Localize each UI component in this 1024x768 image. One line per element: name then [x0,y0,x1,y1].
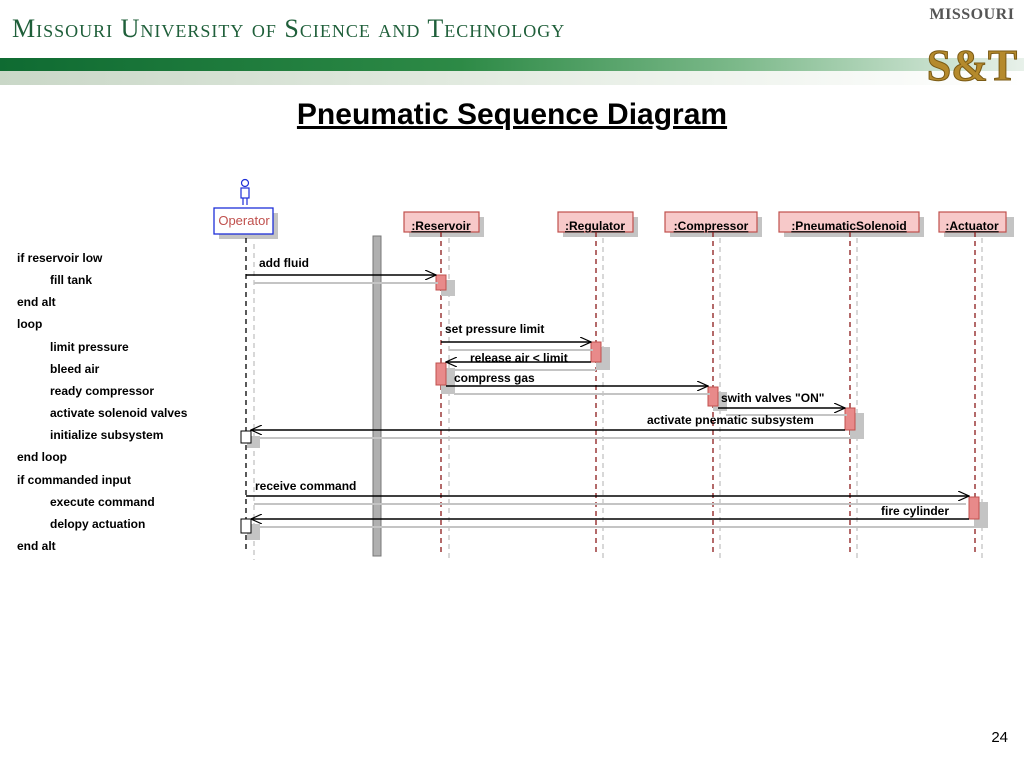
pseudocode-line: if commanded input [17,473,131,487]
slide-title: Pneumatic Sequence Diagram [296,98,728,131]
message-label: receive command [255,479,356,493]
pseudocode-line: if reservoir low [17,251,103,265]
pseudocode-line: fill tank [50,273,93,287]
logo-mark-icon: S&T [926,41,1017,89]
pseudocode-line: ready compressor [50,384,155,398]
lifeline-pneumatic-solenoid: :PneumaticSolenoid [778,211,924,237]
fragment-bar [372,235,382,557]
lifeline-reservoir: :Reservoir [403,211,484,237]
lifeline-regulator: :Regulator [557,211,638,237]
message-compress-gas: compress gas [446,371,710,395]
lifeline-label: :PneumaticSolenoid [791,219,906,233]
message-label: set pressure limit [445,322,544,336]
message-label: add fluid [259,256,309,270]
operator-actor: Operator [213,178,278,239]
message-fire-cylinder: fire cylinder [251,504,974,528]
operator-label: Operator [218,213,270,228]
message-label: compress gas [454,371,535,385]
pseudocode-line: activate solenoid valves [50,406,188,420]
lifeline-label: :Compressor [674,219,749,233]
logo-top-text: MISSOURI [929,6,1015,23]
pseudocode-line: execute command [50,495,155,509]
university-logo: MISSOURI S&T [924,6,1020,88]
lifeline-label: :Actuator [945,219,999,233]
pseudocode-line: bleed air [50,362,100,376]
lifeline-actuator: :Actuator [938,211,1014,237]
logo-mark-text: S&T [927,41,1017,88]
lifeline-compressor: :Compressor [664,211,762,237]
person-icon [240,178,250,205]
message-release-air: release air < limit [446,351,596,371]
header-light-bar [0,71,1024,85]
university-name: Missouri University of Science and Techn… [12,14,566,43]
header-green-bar [0,58,1024,71]
pseudocode-line: end alt [17,539,56,553]
pseudocode-line: end loop [17,450,67,464]
lifeline-label: :Regulator [565,219,625,233]
pseudocode-line: limit pressure [50,340,129,354]
message-add-fluid: add fluid [246,256,438,284]
pseudocode-line: end alt [17,295,56,309]
activation-bars [240,274,988,540]
message-receive-command: receive command [246,479,969,505]
message-switch-valves-on: swith valves "ON" [718,391,847,416]
message-set-pressure-limit: set pressure limit [441,322,593,351]
message-label: swith valves "ON" [721,391,824,405]
lifeline-dashes [245,232,983,560]
lifeline-label: :Reservoir [411,219,471,233]
message-activate-pnematic-subsystem: activate pnematic subsystem [251,413,850,439]
message-label: release air < limit [470,351,568,365]
message-label: activate pnematic subsystem [647,413,814,427]
pseudocode-line: delopy actuation [50,517,146,531]
message-label: fire cylinder [881,504,949,518]
pseudocode-line: initialize subsystem [50,428,164,442]
page-number: 24 [991,729,1008,746]
pseudocode-line: loop [17,317,43,331]
